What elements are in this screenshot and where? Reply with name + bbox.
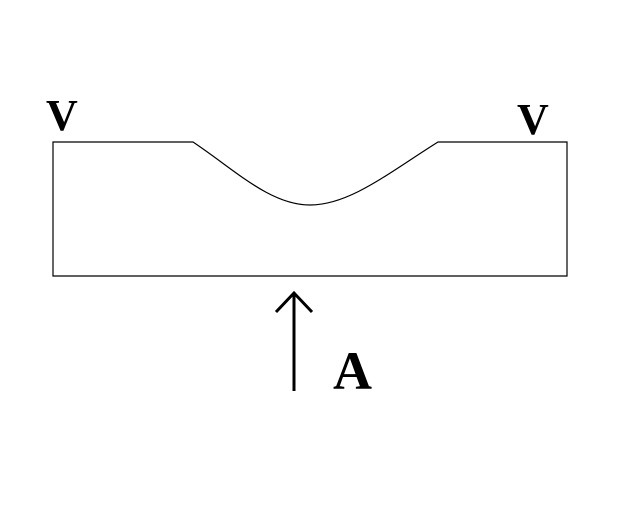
right-v-marker: V — [517, 95, 549, 144]
arrow-up-icon — [274, 290, 314, 391]
block-outline — [52, 141, 568, 277]
arrow-label-a: A — [333, 341, 372, 401]
left-v-marker: V — [46, 91, 78, 140]
arrow-head — [274, 290, 314, 314]
